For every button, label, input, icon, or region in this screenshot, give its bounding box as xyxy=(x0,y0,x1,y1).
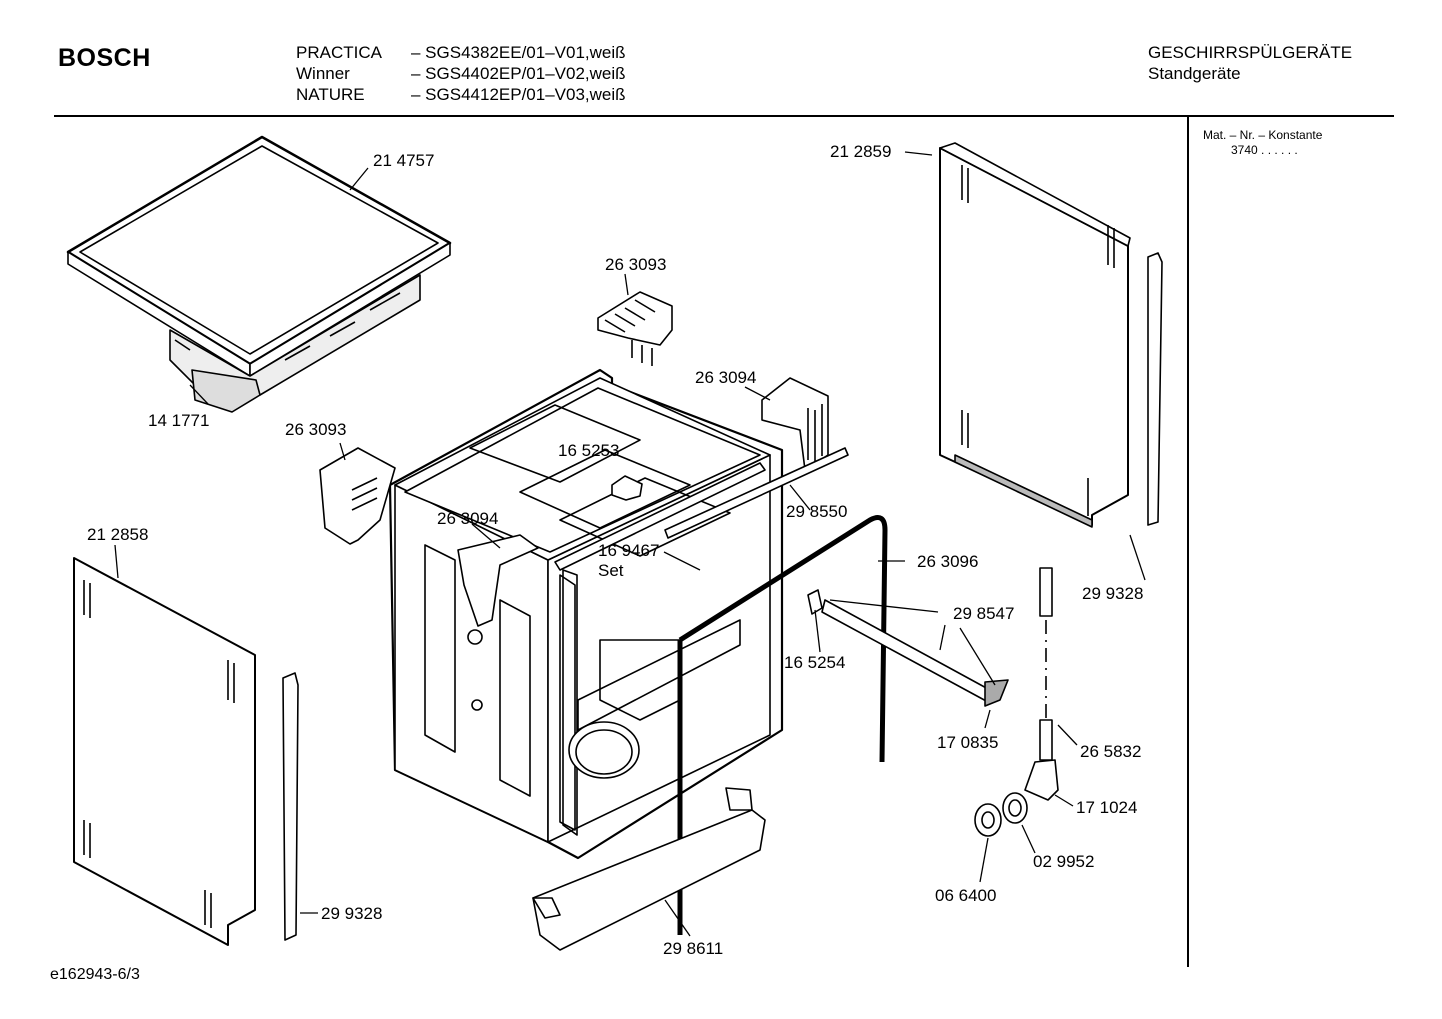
part-label: 26 3093 xyxy=(605,255,667,274)
category-title: GESCHIRRSPÜLGERÄTE xyxy=(1148,43,1353,62)
left-side-panel-part xyxy=(73,557,256,946)
part-label: 21 4757 xyxy=(373,151,435,170)
part-label: 29 9328 xyxy=(321,904,383,923)
bracket-part xyxy=(457,534,539,627)
part-label: 26 3094 xyxy=(437,509,499,528)
model-row: NATURE – SGS4412EP/01–V03,weiß xyxy=(296,84,626,105)
model-name: NATURE xyxy=(296,85,365,104)
model-name: Winner xyxy=(296,64,350,83)
right-side-panel-part xyxy=(939,142,1131,528)
bar-part xyxy=(807,589,1009,707)
part-label: 17 0835 xyxy=(937,733,999,752)
hose-part xyxy=(1024,567,1059,801)
part-label: 14 1771 xyxy=(148,411,210,430)
part-label: 26 3093 xyxy=(285,420,347,439)
model-code: – SGS4382EE/01–V01,weiß xyxy=(411,43,626,62)
clip-part xyxy=(319,447,396,545)
part-label: 17 1024 xyxy=(1076,798,1138,817)
part-label: 16 9467 xyxy=(598,541,660,560)
brand-logo: BOSCH xyxy=(58,44,151,72)
part-label: 29 8550 xyxy=(786,502,848,521)
model-list: PRACTICA – SGS4382EE/01–V01,weiß Winner … xyxy=(296,42,626,105)
drawing-code: e162943-6/3 xyxy=(50,966,140,983)
gasket-strip-part xyxy=(1147,252,1163,526)
constant-label: Mat. – Nr. – Konstante xyxy=(1203,128,1323,142)
constant-block: Mat. – Nr. – Konstante 3740 . . . . . . xyxy=(1203,128,1322,158)
leader-lines xyxy=(114,151,1146,937)
category-block: GESCHIRRSPÜLGERÄTE Standgeräte xyxy=(1148,42,1352,84)
part-label: 29 8611 xyxy=(663,939,724,958)
part-label: 16 5253 xyxy=(558,441,620,460)
plinth-part xyxy=(532,787,766,951)
header-divider xyxy=(54,115,1394,117)
model-row: PRACTICA – SGS4382EE/01–V01,weiß xyxy=(296,42,626,63)
part-label: 29 9328 xyxy=(1082,584,1144,603)
part-label: 29 8547 xyxy=(953,604,1015,623)
part-label: 26 3094 xyxy=(695,368,757,387)
top-cover-part xyxy=(66,135,452,413)
part-label: Set xyxy=(598,561,624,580)
model-name: PRACTICA xyxy=(296,43,382,62)
constant-value: 3740 . . . . . . xyxy=(1231,143,1298,157)
part-label: 16 5254 xyxy=(784,653,846,672)
tub-part xyxy=(388,368,784,860)
rail-part xyxy=(664,447,849,539)
side-divider xyxy=(1187,117,1189,967)
nut-part xyxy=(974,792,1028,837)
model-code: – SGS4412EP/01–V03,weiß xyxy=(411,85,626,104)
part-label: 21 2858 xyxy=(87,525,149,544)
clip-part xyxy=(597,291,673,366)
model-row: Winner – SGS4402EP/01–V02,weiß xyxy=(296,63,626,84)
part-label: 26 3096 xyxy=(917,552,979,571)
gasket-strip-part xyxy=(282,672,299,941)
part-label: 21 2859 xyxy=(830,142,892,161)
small-clip-part xyxy=(611,475,643,501)
part-label: 02 9952 xyxy=(1033,852,1095,871)
part-label: 06 6400 xyxy=(935,886,997,905)
part-label: 26 5832 xyxy=(1080,742,1142,761)
category-subtitle: Standgeräte xyxy=(1148,64,1241,83)
model-code: – SGS4402EP/01–V02,weiß xyxy=(411,64,626,83)
